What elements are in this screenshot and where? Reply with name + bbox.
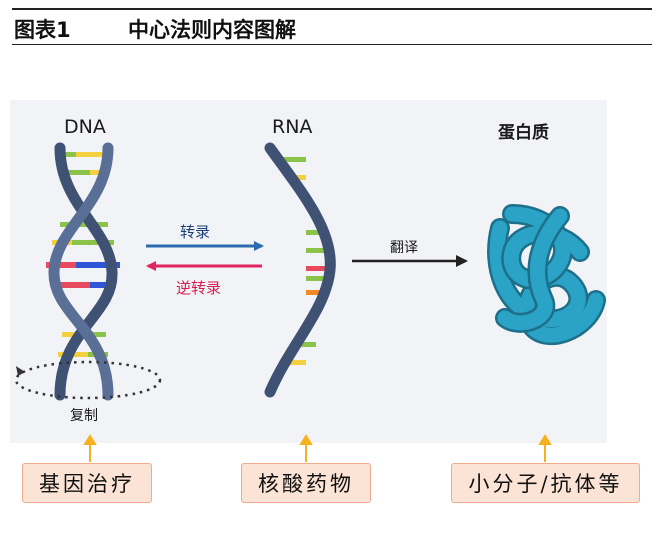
protein-structure bbox=[487, 204, 606, 345]
gene-therapy-box: 基因治疗 bbox=[22, 463, 152, 503]
protein-label: 蛋白质 bbox=[498, 123, 549, 143]
dna-label: DNA bbox=[64, 116, 106, 138]
nucleic-acid-drugs-box: 核酸药物 bbox=[241, 463, 371, 503]
reverse-transcription-label: 逆转录 bbox=[176, 279, 222, 297]
figure-title: 中心法则内容图解 bbox=[128, 18, 296, 42]
rna-strand bbox=[264, 142, 336, 398]
small-molecule-antibody-box: 小分子/抗体等 bbox=[451, 463, 640, 503]
transcription-label: 转录 bbox=[180, 223, 211, 241]
pointer-arrows bbox=[83, 434, 552, 462]
translation-label: 翻译 bbox=[390, 240, 418, 256]
replication-cycle bbox=[14, 360, 162, 400]
replication-label: 复制 bbox=[70, 408, 98, 424]
figure-title-bar: 图表1 中心法则内容图解 bbox=[12, 8, 652, 45]
dna-double-helix bbox=[48, 142, 118, 401]
rna-label: RNA bbox=[272, 116, 313, 138]
figure-number: 图表1 bbox=[14, 18, 71, 42]
